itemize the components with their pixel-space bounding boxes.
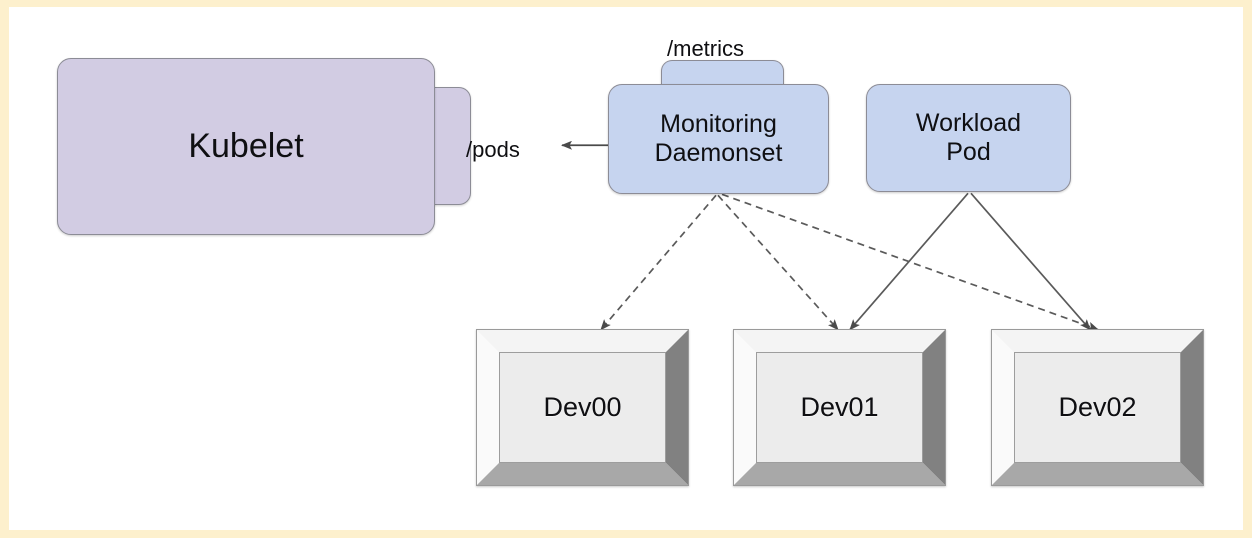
- kubelet-pods-port-label: /pods: [466, 137, 520, 162]
- device-dev01[interactable]: Dev01: [733, 329, 946, 486]
- device-dev02[interactable]: Dev02: [991, 329, 1204, 486]
- daemonset-metrics-port-label: /metrics: [667, 36, 744, 61]
- device-bevel: [992, 330, 1203, 485]
- edge-workload-to-dev01: [849, 192, 969, 331]
- device-bevel: [477, 330, 688, 485]
- edge-daemonset-to-dev00: [600, 194, 717, 331]
- device-bevel-left: [477, 330, 499, 485]
- device-bevel-bottom: [992, 463, 1203, 485]
- device-screen: Dev00: [499, 352, 666, 463]
- node-workload-pod-label: Workload Pod: [915, 109, 1022, 166]
- node-monitoring-daemonset-label: Monitoring Daemonset: [654, 110, 783, 167]
- edge-daemonset-to-dev02: [721, 193, 1099, 331]
- node-workload-pod[interactable]: Workload Pod: [866, 84, 1071, 192]
- device-label: Dev00: [543, 392, 622, 422]
- device-bevel: [734, 330, 945, 485]
- device-bevel-top: [734, 330, 945, 352]
- edge-workload-to-dev02: [970, 192, 1091, 331]
- device-label: Dev01: [800, 392, 879, 422]
- edge-daemonset-to-dev01: [717, 194, 839, 331]
- device-bevel-right: [1181, 330, 1203, 485]
- device-bevel-left: [734, 330, 756, 485]
- device-bevel-left: [992, 330, 1014, 485]
- device-bevel-top: [992, 330, 1203, 352]
- device-label: Dev02: [1058, 392, 1137, 422]
- device-bevel-bottom: [734, 463, 945, 485]
- device-bevel-right: [666, 330, 688, 485]
- device-screen: Dev01: [756, 352, 923, 463]
- node-kubelet-label: Kubelet: [188, 126, 304, 165]
- device-bevel-right: [923, 330, 945, 485]
- device-screen: Dev02: [1014, 352, 1181, 463]
- device-bevel-bottom: [477, 463, 688, 485]
- node-kubelet[interactable]: Kubelet: [57, 58, 435, 235]
- device-bevel-top: [477, 330, 688, 352]
- node-monitoring-daemonset[interactable]: Monitoring Daemonset: [608, 84, 829, 194]
- diagram-canvas: /pods (leftward solid arrow) --> Kubelet…: [9, 7, 1243, 530]
- device-dev00[interactable]: Dev00: [476, 329, 689, 486]
